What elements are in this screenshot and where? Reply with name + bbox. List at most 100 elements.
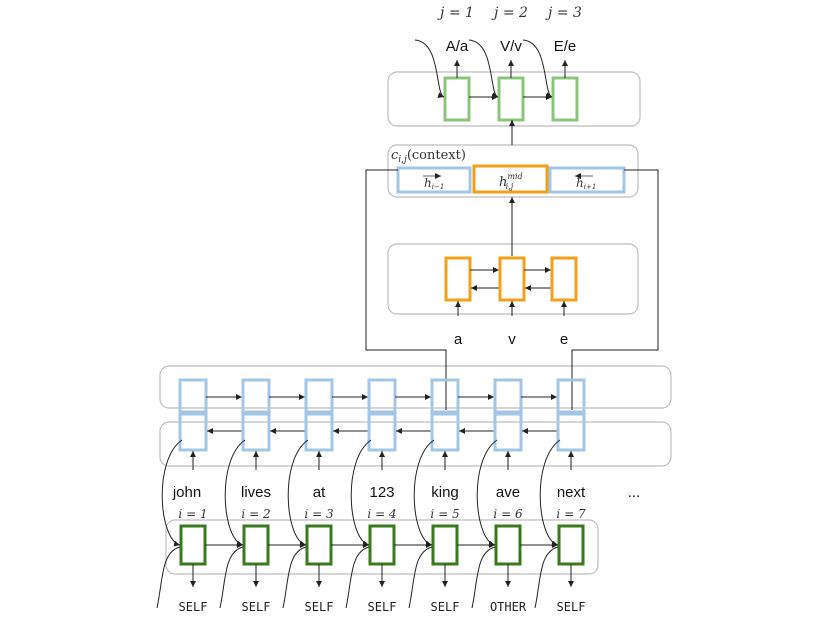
encoder-forward-cell — [430, 378, 460, 414]
context-label: ci,j(context) — [391, 148, 466, 165]
context-left-vector — [396, 166, 472, 194]
decoder-output-label: E/e — [554, 38, 577, 55]
position-label: i = 4 — [367, 507, 396, 521]
tagger-cell — [494, 524, 522, 566]
char-rnn-cell — [444, 256, 472, 302]
char-input-label: v — [508, 331, 516, 348]
encoder-forward-cell — [304, 378, 334, 414]
encoder-to-tagger-curve — [350, 439, 372, 547]
context-left-label: hi−1 — [424, 176, 444, 191]
prev-tag-to-tagger-curve — [156, 546, 181, 609]
encoder-forward-cell — [178, 378, 208, 414]
encoder-cells — [178, 378, 586, 470]
encoder-forward-cell — [556, 378, 586, 414]
tagger-cell — [179, 524, 207, 566]
tagger-cell — [305, 524, 333, 566]
encoder-to-tagger-curve — [161, 439, 183, 547]
tag-labels: SELF SELF SELF SELF SELF OTHER SELF — [179, 600, 586, 614]
prev-tag-to-tagger-curve — [345, 546, 370, 609]
prev-tag-to-tagger-curve — [219, 546, 244, 609]
encoder-forward-cell — [241, 378, 271, 414]
encoder-forward-cell — [367, 378, 397, 414]
prev-tag-to-tagger-curve — [408, 546, 433, 609]
position-label: i = 7 — [556, 507, 586, 521]
encoder-forward-panel — [159, 365, 672, 409]
decoder-feedback-curve — [414, 39, 445, 98]
tag-label: SELF — [431, 600, 460, 614]
tag-label: SELF — [557, 600, 586, 614]
char-input-label: a — [454, 331, 463, 348]
char-rnn-panel — [387, 243, 639, 315]
position-label: i = 3 — [304, 507, 334, 521]
token-label: 123 — [369, 484, 394, 501]
prev-tag-to-tagger-curve — [534, 546, 559, 609]
char-rnn-cell — [498, 256, 526, 302]
tag-label: OTHER — [490, 600, 527, 614]
encoder-backward-cell — [430, 412, 460, 452]
encoder-to-tagger-curve — [287, 439, 309, 547]
encoder-backward-cell — [556, 412, 586, 452]
token-label: at — [313, 484, 326, 501]
encoder-to-tagger-curve — [476, 439, 498, 547]
encoder-backward-cell — [241, 412, 271, 452]
prev-tag-to-tagger-curve — [282, 546, 307, 609]
context-right-vector — [548, 166, 626, 194]
position-label: i = 5 — [430, 507, 459, 521]
decoder-cell — [551, 76, 579, 122]
encoder-backward-cell — [178, 412, 208, 452]
decoder-panel — [387, 71, 641, 127]
char-rnn-cell — [550, 256, 578, 302]
encoder-backward-cell — [304, 412, 334, 452]
decoder-output-label: V/v — [500, 38, 522, 55]
decoder-feedback-curve — [522, 39, 553, 98]
decoder-step-label: j = 2 — [491, 5, 528, 21]
token-labels: john lives at 123 king ave next... — [172, 484, 640, 501]
tag-label: SELF — [242, 600, 271, 614]
tagger-cell — [431, 524, 459, 566]
decoder-step-labels: j = 1 j = 2 j = 3 — [437, 5, 582, 21]
tag-label: SELF — [368, 600, 397, 614]
encoder-to-tagger-curve — [224, 439, 246, 547]
encoder-backward-panel — [159, 421, 672, 467]
position-label: i = 1 — [178, 507, 207, 521]
tagger-cells — [179, 524, 585, 587]
position-label: i = 2 — [241, 507, 270, 521]
token-label: ave — [496, 484, 520, 501]
prev-tag-to-tagger-curve — [471, 546, 496, 609]
token-label: ... — [628, 484, 641, 501]
right-context-wire — [571, 169, 659, 410]
tagger-cell — [557, 524, 585, 566]
encoder-to-tagger-curve — [413, 439, 435, 547]
tagger-cell — [242, 524, 270, 566]
position-labels: i = 1 i = 2 i = 3 i = 4 i = 5 i = 6 i = 7 — [178, 507, 586, 521]
encoder-backward-cell — [367, 412, 397, 452]
decoder-output-label: A/a — [446, 38, 469, 55]
context-mid-vector — [472, 164, 549, 194]
tag-label: SELF — [305, 600, 334, 614]
token-label: lives — [241, 484, 271, 501]
char-input-label: e — [560, 331, 568, 348]
tagger-cell — [368, 524, 396, 566]
decoder-cell — [443, 76, 471, 122]
decoder-step-label: j = 3 — [545, 5, 582, 21]
token-label: king — [431, 484, 459, 501]
decoder-feedback-curve — [468, 39, 499, 98]
left-context-wire — [365, 169, 447, 410]
position-label: i = 6 — [493, 507, 523, 521]
decoder-output-labels: A/a V/v E/e — [446, 38, 577, 55]
decoder-cell — [497, 76, 525, 122]
encoder-to-tagger-curve — [539, 439, 561, 547]
tag-label: SELF — [179, 600, 208, 614]
token-label: john — [172, 484, 201, 501]
token-label: next — [557, 484, 586, 501]
decoder-cells — [414, 39, 579, 122]
decoder-step-label: j = 1 — [437, 5, 474, 21]
encoder-forward-cell — [493, 378, 523, 414]
char-rnn-cells — [444, 256, 578, 316]
tag-feedback-curves — [156, 439, 561, 609]
context-right-label: hi+1 — [576, 176, 596, 191]
